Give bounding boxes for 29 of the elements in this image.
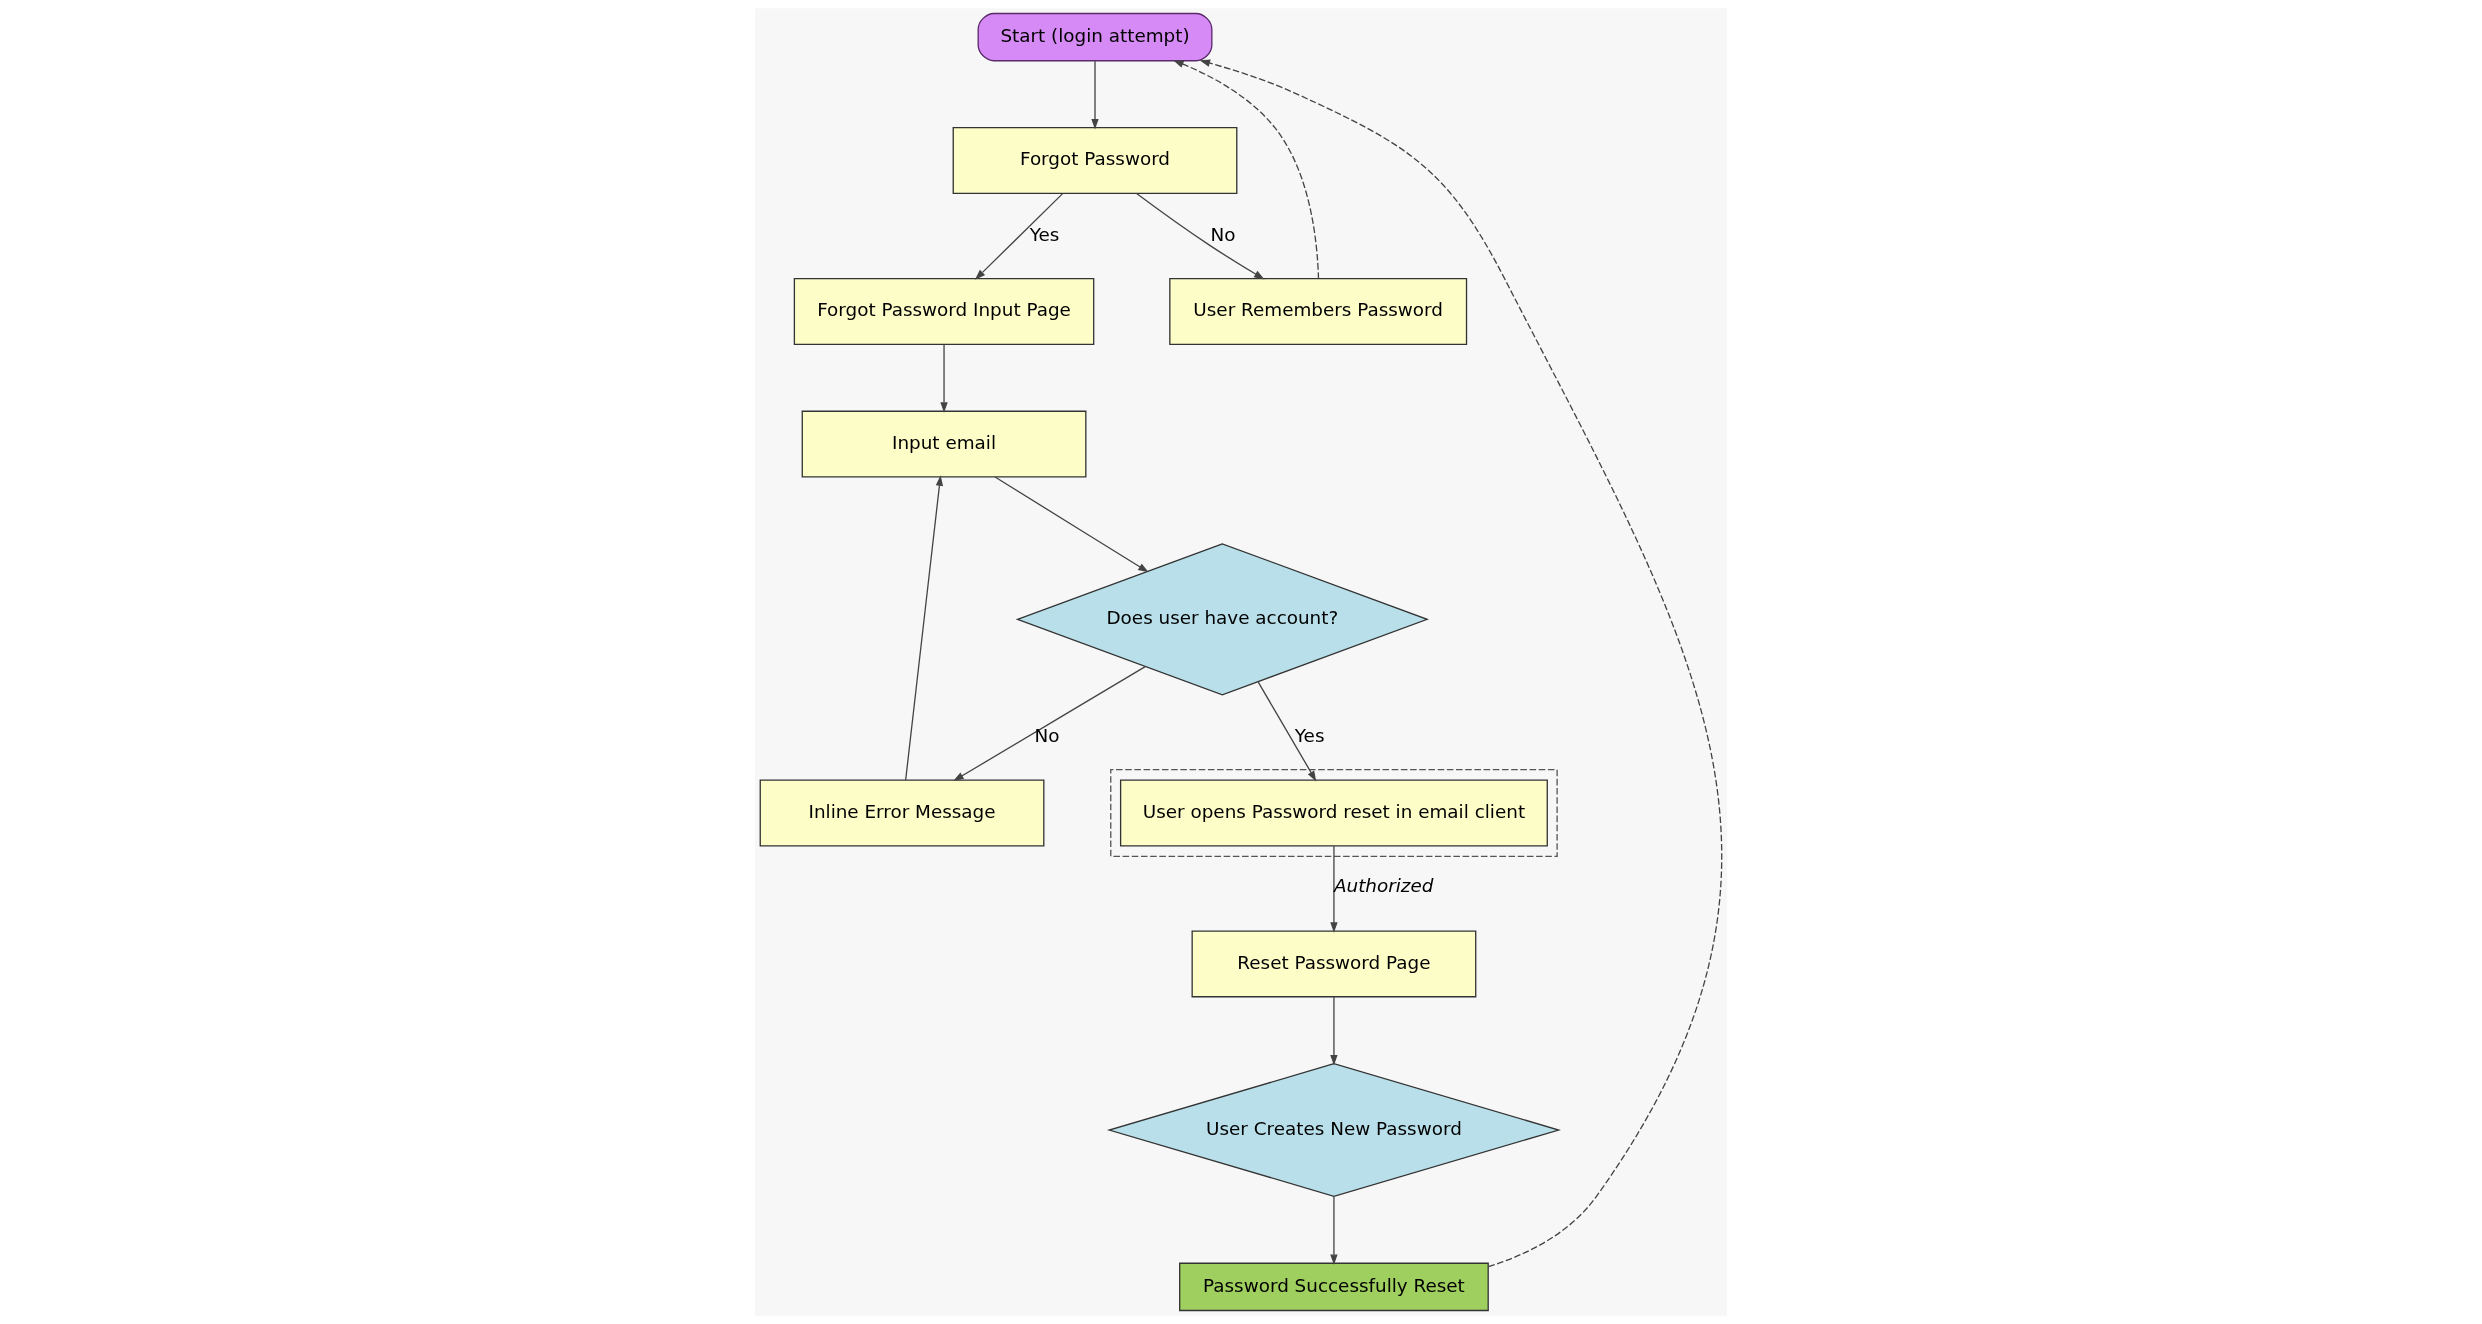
arrow [905, 475, 944, 781]
arrow [994, 476, 1149, 573]
arrow [1135, 192, 1265, 280]
node-box: Start (login attempt) [977, 12, 1213, 62]
node-box: User Remembers Password [1169, 278, 1468, 345]
node-box: Password Successfully Reset [1179, 1262, 1489, 1312]
node-box: Forgot Password Input Page [793, 278, 1095, 345]
node-diamond: User Creates New Password [1106, 1063, 1561, 1197]
arrow [1330, 996, 1338, 1066]
node-box: User opens Password reset in email client [1119, 779, 1548, 847]
node-box: Forgot Password [952, 127, 1238, 194]
arrow [1173, 60, 1320, 280]
node-box: Inline Error Message [759, 779, 1045, 847]
arrow [1330, 1196, 1338, 1265]
node-box: Reset Password Page [1191, 930, 1477, 998]
node-diamond: Does user have account? [1015, 543, 1430, 696]
arrow [1330, 845, 1338, 933]
edge-label: Authorized [1333, 875, 1434, 896]
edge-label: No [1034, 725, 1060, 747]
arrow [1091, 60, 1099, 130]
arrow [953, 666, 1146, 782]
arrow [940, 343, 948, 413]
edge-label: No [1210, 223, 1236, 245]
edge-label: Yes [1294, 725, 1325, 747]
arrow [1199, 59, 1722, 1268]
edge-label: Yes [1029, 223, 1060, 245]
arrow [974, 193, 1064, 280]
arrow [1257, 681, 1317, 782]
node-box: Input email [801, 410, 1087, 478]
